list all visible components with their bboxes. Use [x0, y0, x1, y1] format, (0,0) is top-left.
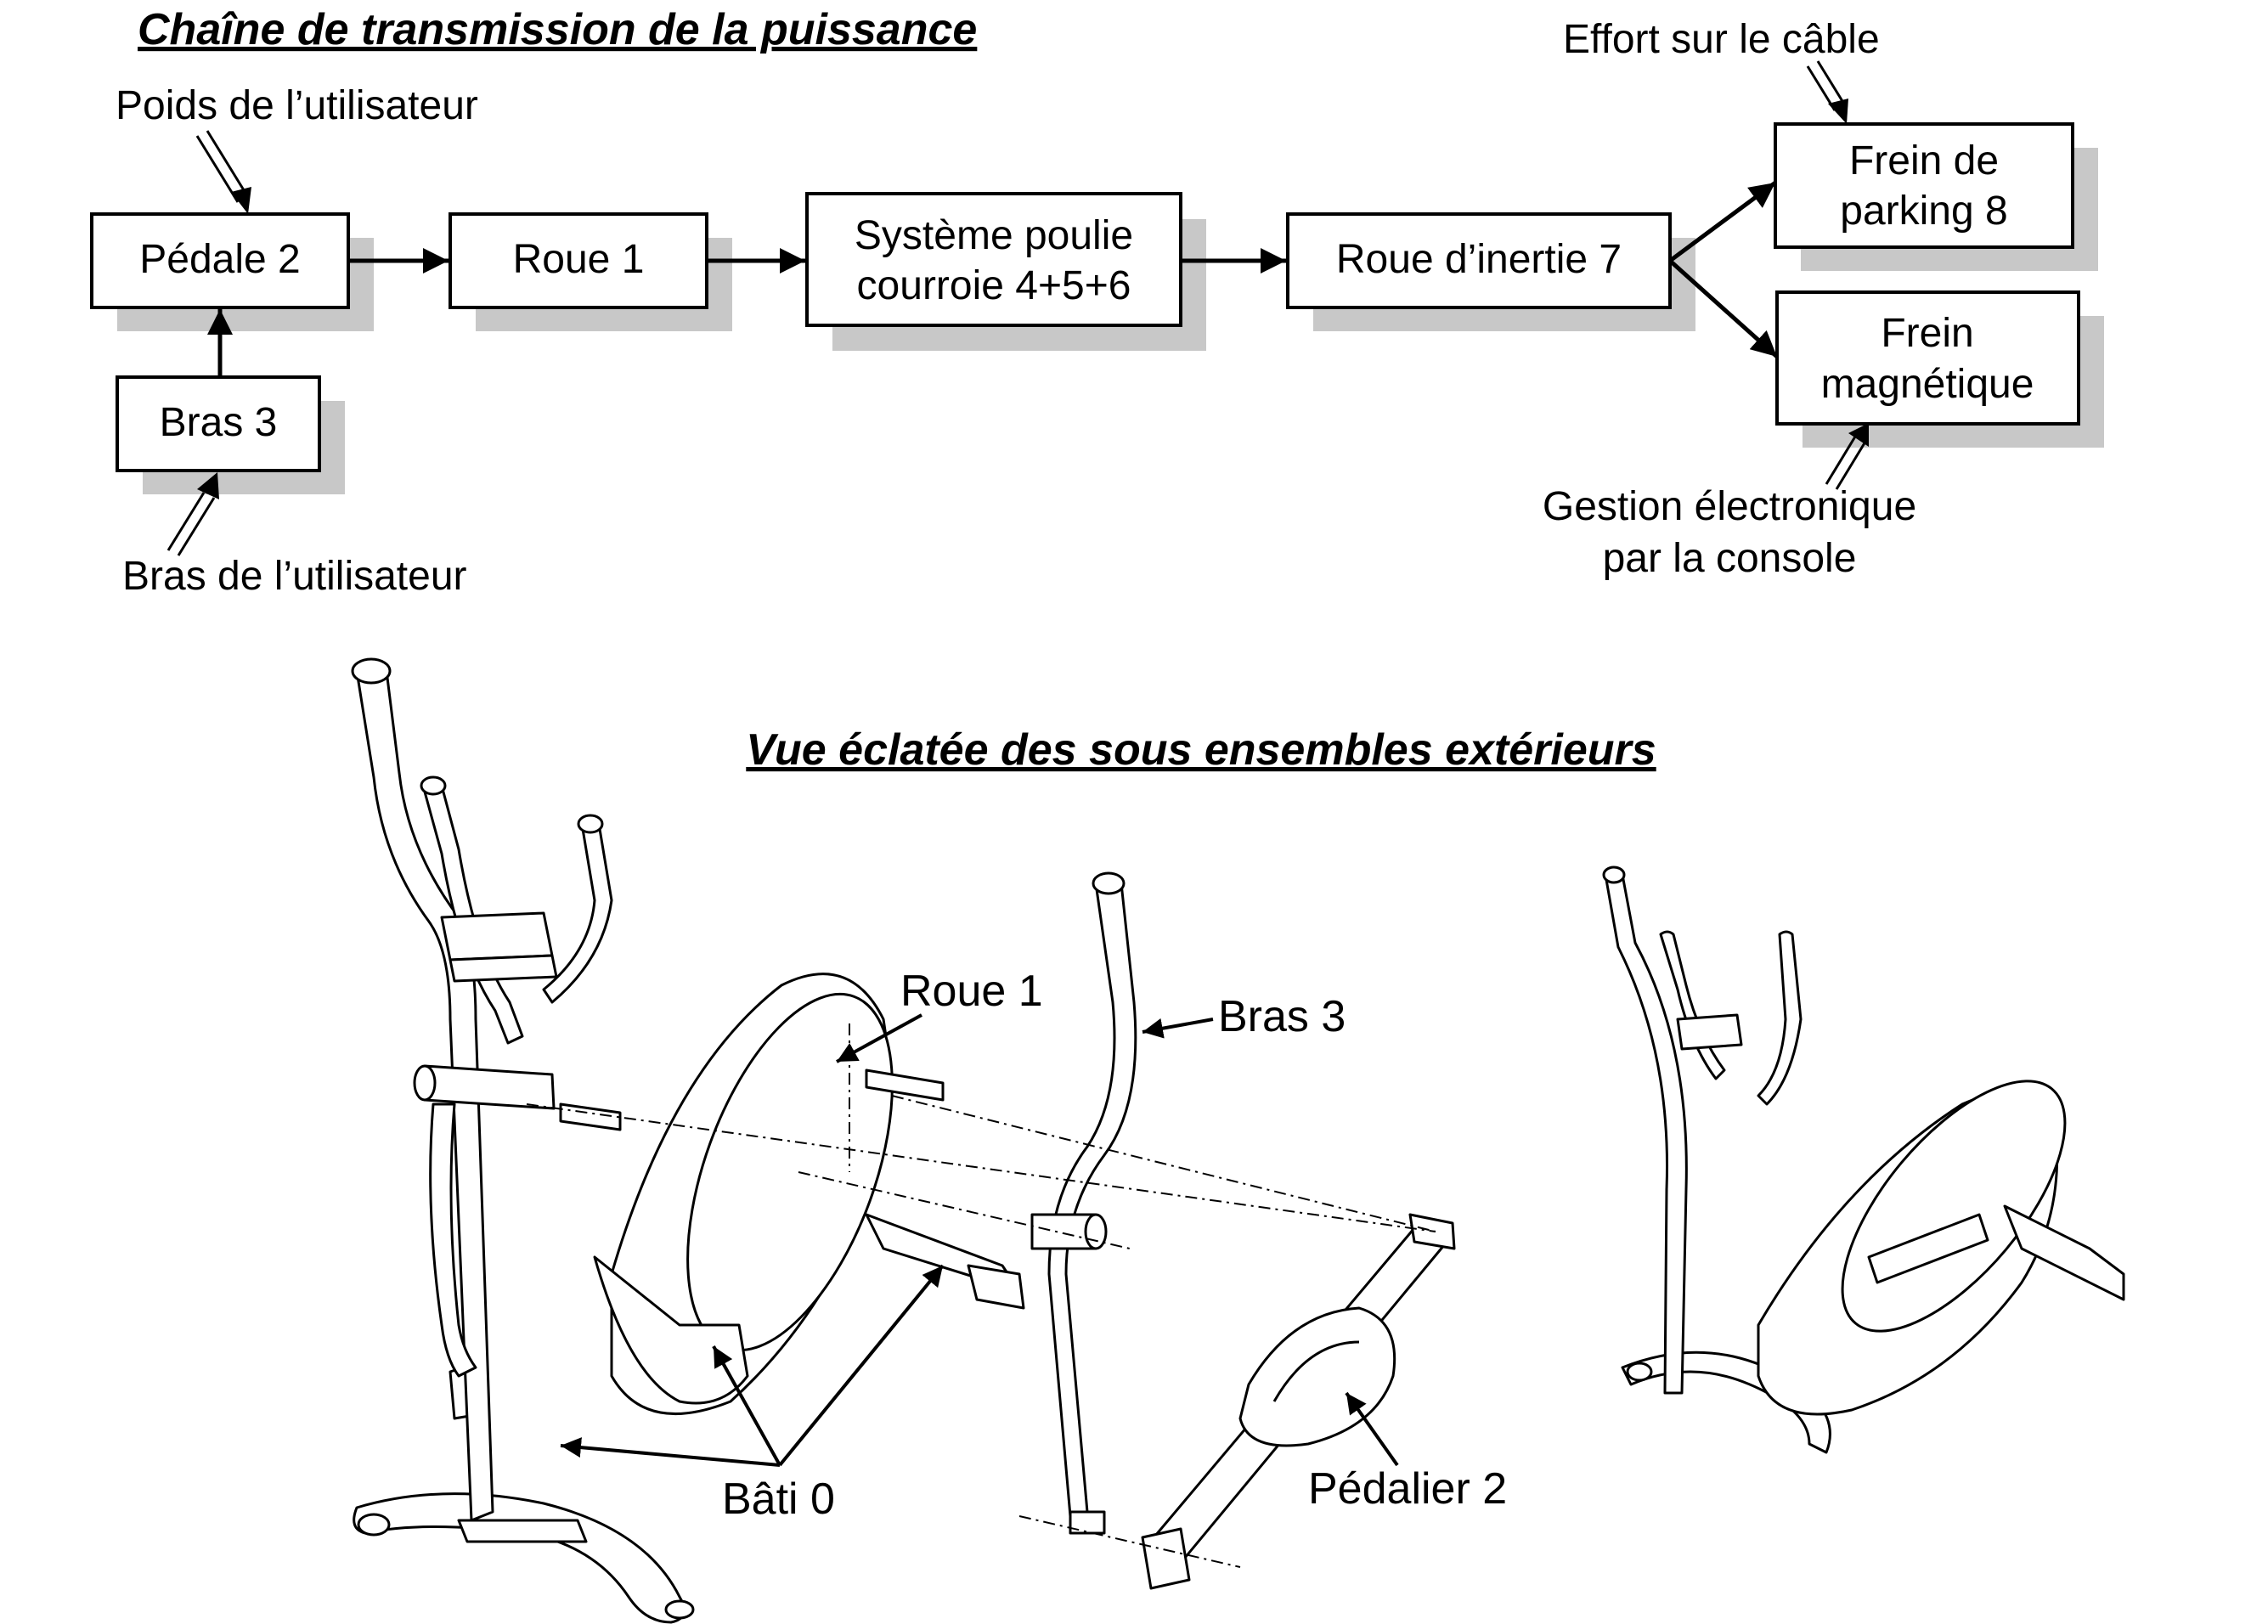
box-poulie-line-2: courroie 4+5+6	[857, 263, 1131, 308]
arrow-gestion-input	[1825, 423, 1869, 490]
label-gestion-line-1: Gestion électronique	[1543, 484, 1916, 529]
box-roue1-line-1: Roue 1	[513, 237, 645, 282]
box-poulie: Système poulie courroie 4+5+6	[805, 192, 1206, 351]
bras-3-illustration	[1030, 871, 1137, 1535]
box-bras-line-1: Bras 3	[160, 400, 278, 445]
arrow-poids-input	[195, 130, 251, 214]
label-bras-utilisateur: Bras de l’utilisateur	[122, 554, 467, 599]
pedalier-2-illustration	[1141, 1213, 1456, 1590]
callout-bati: Bâti 0	[722, 1475, 835, 1524]
arrow-effort-input	[1806, 60, 1848, 124]
box-frein-parking-line-1: Frein de	[1849, 138, 1999, 183]
arrow-bras-input	[166, 472, 219, 556]
callout-leaders	[560, 1013, 1399, 1467]
box-frein-magnetique-line-1: Frein	[1881, 311, 1973, 356]
arrow-inertie-magnetique	[1668, 259, 1779, 358]
input-arrows	[166, 60, 1869, 556]
label-gestion-line-2: par la console	[1603, 536, 1857, 581]
box-frein-magnetique: Frein magnétique	[1775, 290, 2104, 448]
box-frein-parking-line-2: parking 8	[1840, 189, 2007, 234]
box-roue1: Roue 1	[449, 212, 732, 331]
box-frein-magnetique-line-2: magnétique	[1821, 362, 2034, 407]
label-effort-cable: Effort sur le câble	[1563, 17, 1880, 62]
callout-roue1: Roue 1	[900, 967, 1043, 1016]
box-frein-parking: Frein de parking 8	[1774, 122, 2098, 271]
assembled-elliptical-illustration	[1602, 866, 2125, 1454]
arrow-inertie-parking	[1668, 180, 1777, 263]
callout-bras3: Bras 3	[1218, 992, 1346, 1041]
box-pedale-line-1: Pédale 2	[139, 237, 301, 282]
label-poids: Poids de l’utilisateur	[116, 83, 478, 128]
box-poulie-line-1: Système poulie	[855, 213, 1133, 258]
box-inertie-line-1: Roue d’inertie 7	[1336, 237, 1622, 282]
callout-pedalier: Pédalier 2	[1308, 1464, 1507, 1514]
box-inertie: Roue d’inertie 7	[1286, 212, 1695, 331]
box-pedale: Pédale 2	[90, 212, 374, 331]
elliptical-frame-illustration	[351, 657, 1025, 1624]
exploded-view-title: Vue éclatée des sous ensembles extérieur…	[746, 725, 1656, 775]
flow-arrows	[207, 180, 1779, 377]
box-bras: Bras 3	[116, 375, 345, 494]
chain-title: Chaîne de transmission de la puissance	[138, 5, 977, 54]
